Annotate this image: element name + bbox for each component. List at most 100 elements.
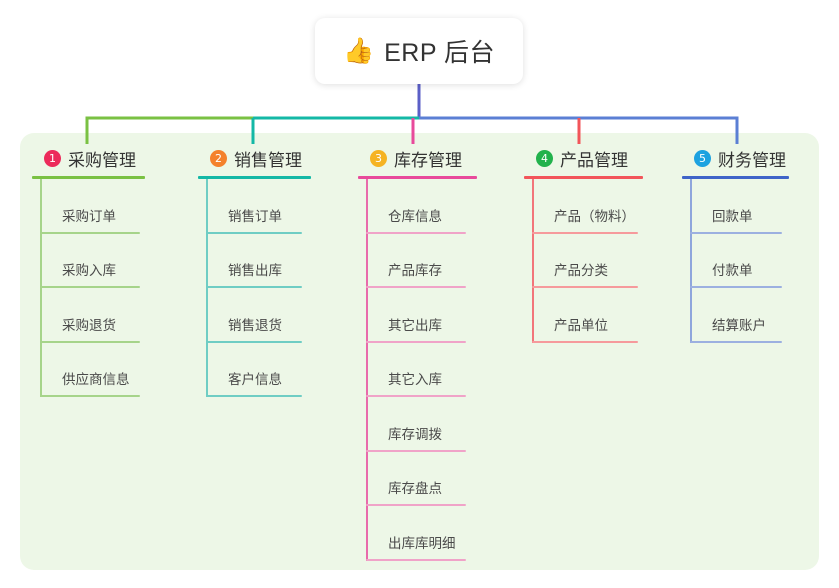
- leaf-rule: [206, 286, 302, 288]
- leaf-item[interactable]: 结算账户: [690, 288, 789, 343]
- leaf-item[interactable]: 采购入库: [40, 234, 145, 288]
- leaf-item[interactable]: 销售出库: [206, 234, 311, 288]
- column-header-rule: [32, 176, 145, 179]
- leaf-label: 仓库信息: [388, 208, 442, 224]
- leaf-rule: [366, 286, 466, 288]
- column-header-1[interactable]: 1 采购管理: [32, 143, 145, 173]
- leaf-rule: [690, 340, 782, 343]
- leaf-rule: [366, 340, 466, 343]
- leaf-label: 付款单: [712, 263, 753, 278]
- leaf-rule: [532, 231, 638, 234]
- column-header-3[interactable]: 3 库存管理: [358, 143, 477, 173]
- leaf-rule: [40, 286, 140, 288]
- column-header-rule: [682, 176, 789, 179]
- column-spine: [206, 179, 208, 397]
- leaf-rule: [206, 395, 302, 397]
- leaf-label: 库存盘点: [388, 481, 442, 496]
- diagram-panel: [20, 133, 819, 570]
- leaf-item[interactable]: 产品单位: [532, 288, 643, 343]
- leaf-item[interactable]: 销售订单: [206, 179, 311, 234]
- column-4: 4 产品管理产品（物料） 产品分类产品单位: [524, 143, 643, 343]
- leaf-label: 客户信息: [228, 372, 282, 387]
- leaf-item[interactable]: 产品分类: [532, 234, 643, 288]
- root-title: ERP 后台: [384, 39, 496, 67]
- leaf-item[interactable]: 客户信息: [206, 343, 311, 397]
- column-1: 1 采购管理采购订单采购入库采购退货供应商信息: [32, 143, 145, 397]
- column-title: 财务管理: [718, 150, 786, 170]
- leaf-item[interactable]: 其它入库: [366, 343, 477, 397]
- leaf-label: 销售出库: [228, 263, 282, 278]
- leaf-label: 出库库明细: [388, 535, 456, 551]
- leaf-rule: [532, 340, 638, 343]
- leaf-item[interactable]: 库存调拨: [366, 397, 477, 452]
- leaf-label: 销售订单: [228, 208, 282, 224]
- column-spine: [690, 179, 692, 343]
- column-title: 产品管理: [560, 150, 628, 170]
- leaf-rule: [532, 286, 638, 288]
- leaf-item[interactable]: 供应商信息: [40, 343, 145, 397]
- leaf-rule: [366, 231, 466, 234]
- leaf-item[interactable]: 出库库明细: [366, 506, 477, 561]
- column-header-5[interactable]: 5 财务管理: [682, 143, 789, 173]
- column-badge-icon: 1: [44, 149, 61, 167]
- column-badge-icon: 4: [536, 149, 553, 167]
- leaf-rule: [690, 286, 782, 288]
- column-header-4[interactable]: 4 产品管理: [524, 143, 643, 173]
- leaf-item[interactable]: 产品库存: [366, 234, 477, 288]
- leaf-label: 产品分类: [554, 263, 608, 278]
- leaf-item[interactable]: 采购退货: [40, 288, 145, 343]
- leaf-label: 供应商信息: [62, 372, 130, 387]
- column-badge-icon: 2: [210, 149, 227, 167]
- leaf-rule: [40, 395, 140, 397]
- leaf-label: 采购订单: [62, 208, 116, 224]
- column-header-rule: [358, 176, 477, 179]
- column-spine: [366, 179, 368, 561]
- column-2: 2 销售管理销售订单销售出库销售退货客户信息: [198, 143, 311, 397]
- leaf-item[interactable]: 销售退货: [206, 288, 311, 343]
- leaf-rule: [206, 231, 302, 234]
- leaf-label: 结算账户: [712, 317, 766, 333]
- column-body-4: 产品（物料） 产品分类产品单位: [524, 179, 643, 343]
- column-header-rule: [198, 176, 311, 179]
- column-badge-icon: 5: [694, 149, 711, 167]
- leaf-rule: [366, 449, 466, 452]
- column-title: 销售管理: [234, 150, 302, 170]
- leaf-label: 采购退货: [62, 317, 116, 333]
- leaf-rule: [206, 340, 302, 343]
- leaf-label: 产品（物料）: [554, 208, 635, 224]
- leaf-item[interactable]: 付款单: [690, 234, 789, 288]
- leaf-rule: [366, 558, 466, 561]
- leaf-label: 销售退货: [228, 317, 282, 333]
- leaf-item[interactable]: 其它出库: [366, 288, 477, 343]
- column-title: 采购管理: [68, 150, 136, 170]
- column-header-rule: [524, 176, 643, 179]
- leaf-label: 产品库存: [388, 263, 442, 278]
- column-3: 3 库存管理仓库信息产品库存其它出库其它入库库存调拨库存盘点出库库明细: [358, 143, 477, 561]
- leaf-item[interactable]: 仓库信息: [366, 179, 477, 234]
- leaf-rule: [366, 395, 466, 397]
- column-spine: [532, 179, 534, 343]
- column-title: 库存管理: [394, 150, 462, 170]
- leaf-label: 其它出库: [388, 317, 442, 333]
- leaf-label: 其它入库: [388, 372, 442, 387]
- leaf-label: 采购入库: [62, 263, 116, 278]
- column-badge-icon: 3: [370, 149, 387, 167]
- leaf-rule: [690, 231, 782, 234]
- leaf-label: 回款单: [712, 208, 753, 224]
- column-body-5: 回款单付款单结算账户: [682, 179, 789, 343]
- leaf-label: 库存调拨: [388, 426, 442, 442]
- column-header-2[interactable]: 2 销售管理: [198, 143, 311, 173]
- leaf-item[interactable]: 产品（物料）: [532, 179, 643, 234]
- leaf-rule: [40, 340, 140, 343]
- root-node[interactable]: 👍 ERP 后台: [315, 18, 523, 84]
- column-body-1: 采购订单采购入库采购退货供应商信息: [32, 179, 145, 397]
- leaf-label: 产品单位: [554, 317, 608, 333]
- leaf-item[interactable]: 采购订单: [40, 179, 145, 234]
- column-body-3: 仓库信息产品库存其它出库其它入库库存调拨库存盘点出库库明细: [358, 179, 477, 561]
- leaf-item[interactable]: 库存盘点: [366, 452, 477, 506]
- column-spine: [40, 179, 42, 397]
- leaf-rule: [40, 231, 140, 234]
- leaf-rule: [366, 504, 466, 506]
- leaf-item[interactable]: 回款单: [690, 179, 789, 234]
